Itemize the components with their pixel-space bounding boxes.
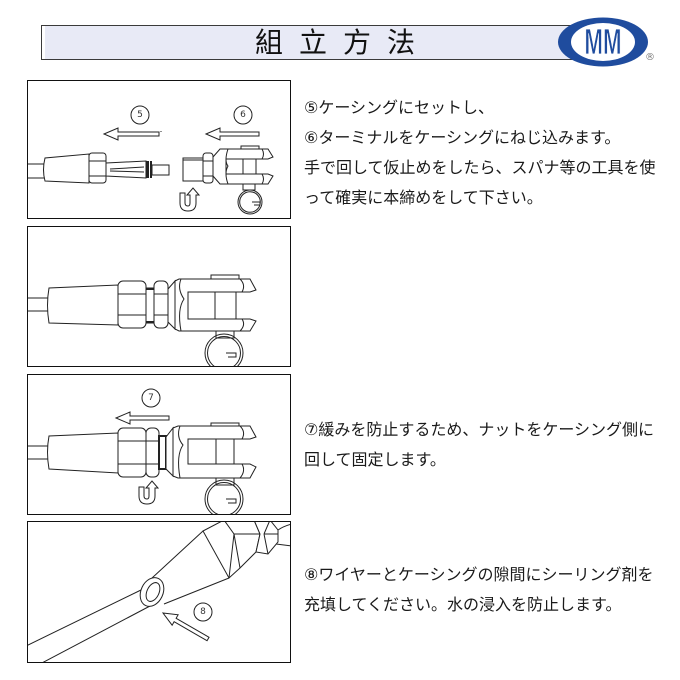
split-ring	[237, 189, 263, 215]
arrow-left-icon	[102, 127, 160, 141]
terminal-lock-nut-facets	[203, 160, 213, 177]
registered-mark: ®	[645, 52, 655, 63]
fork-details	[178, 425, 245, 479]
neck	[167, 279, 176, 331]
clevis-pin-head	[210, 422, 240, 427]
sleeve-end-hole	[145, 582, 161, 602]
wire-cable	[28, 589, 151, 662]
step-7-drawing: 7	[28, 388, 257, 514]
step-label-circle-6	[233, 105, 253, 125]
step-label-7: 7	[148, 393, 154, 403]
split-ring-inner	[207, 482, 241, 514]
step-label-circle-7	[141, 388, 161, 408]
clevis-pin-head	[210, 274, 240, 280]
casing-hex-nut-facets	[118, 293, 146, 316]
instruction-line: ⑥ターミナルをケーシングにねじ込みます。	[304, 128, 621, 147]
terminal-lock-nut	[153, 280, 169, 329]
clevis-pin-end	[242, 183, 256, 191]
swage-sleeve	[47, 432, 119, 474]
instruction-line: 充填してください。水の浸入を防止します。	[304, 595, 622, 614]
neck	[165, 426, 174, 478]
step-8-instructions: ⑧ワイヤーとケーシングの隙間にシーリング剤を 充填してください。水の浸入を防止し…	[304, 560, 654, 620]
sleeve-cone	[151, 530, 230, 605]
casing-hex-nut-facets	[224, 522, 260, 579]
step-7-instructions: ⑦緩みを防止するため、ナットをケーシング側に 回して固定します。	[304, 415, 654, 475]
wire-cable	[28, 297, 49, 312]
thread-gap	[145, 287, 155, 324]
fork-details	[225, 148, 264, 185]
terminal-lock-nut	[202, 152, 214, 184]
rotate-arrow-icon	[179, 187, 201, 212]
arrow-left-icon	[204, 127, 260, 141]
casing-hex-nut-facets	[118, 440, 146, 465]
logo-inner-oval	[571, 23, 635, 61]
assembled-drawing	[28, 274, 257, 366]
step-label-6: 6	[240, 110, 246, 120]
rotate-arrow-icon	[138, 480, 160, 505]
step-label-8: 8	[200, 607, 206, 617]
casing-hex-nut	[202, 522, 261, 579]
fork-slot	[225, 158, 257, 175]
casing-hex-nut	[117, 427, 147, 478]
split-ring-notch	[226, 352, 237, 358]
thread-band	[158, 435, 167, 470]
o-ring-band	[146, 161, 149, 178]
fork-slot	[187, 291, 237, 320]
fork-slot	[187, 438, 235, 465]
terminal-socket	[182, 157, 204, 182]
instruction-line: 手で回して仮止めをしたら、スパナ等の工具を使	[304, 158, 656, 177]
arrow-left-icon	[114, 411, 170, 425]
neck	[275, 524, 290, 547]
casing-hex-nut	[88, 152, 107, 184]
swage-sleeve	[43, 153, 90, 184]
swage-sleeve	[47, 284, 119, 326]
step-5-6-drawing: 5 6	[28, 105, 274, 215]
page-title: 組立方法	[255, 26, 432, 59]
illustration-panel-step-8: 8	[27, 521, 291, 663]
split-ring	[204, 479, 244, 514]
collet-slits	[109, 166, 145, 173]
split-ring-inner	[207, 336, 241, 366]
logo-text: MM	[584, 23, 621, 63]
thread-gap-edge	[146, 321, 154, 323]
clevis-pin-head	[240, 145, 260, 150]
step-label-circle-5	[130, 105, 150, 125]
instruction-line: ⑦緩みを防止するため、ナットをケーシング側に	[304, 420, 655, 439]
wire-end	[151, 164, 170, 176]
split-ring	[204, 333, 244, 366]
instruction-line: 回して固定します。	[304, 450, 446, 469]
wire-cable	[28, 163, 45, 179]
step-label-circle-8	[193, 602, 213, 622]
split-ring-notch	[226, 498, 237, 504]
step-8-drawing: 8	[28, 522, 290, 662]
step-label-5: 5	[137, 110, 143, 120]
brand-logo: MM	[558, 17, 648, 67]
terminal-lock-nut-facets	[146, 440, 159, 465]
illustration-panel-step-5-6: 5 6	[27, 80, 291, 219]
casing-hex-nut-facets	[89, 160, 106, 177]
step-5-6-instructions: ⑤ケーシングにセットし、 ⑥ターミナルをケーシングにねじ込みます。 手で回して仮…	[304, 93, 656, 213]
terminal-lock-nut	[145, 427, 160, 478]
o-ring-band	[150, 161, 152, 178]
arrow-up-left-icon	[161, 612, 210, 642]
terminal-lock-nut	[254, 522, 279, 555]
instruction-line: って確実に本締めをして下さい。	[304, 188, 543, 207]
terminal-lock-nut-facets	[154, 293, 168, 316]
split-ring-notch	[252, 201, 261, 206]
terminal-lock-nut-facets	[263, 522, 278, 555]
illustration-panel-step-7: 7	[27, 374, 291, 515]
thread-gap-edge	[146, 288, 154, 290]
title-bar	[41, 25, 627, 60]
instruction-line: ⑧ワイヤーとケーシングの隙間にシーリング剤を	[304, 565, 654, 584]
illustration-panel-assembled	[27, 226, 291, 367]
collet-cone	[105, 160, 147, 179]
instruction-line: ⑤ケーシングにセットし、	[304, 98, 495, 117]
fork-details	[179, 278, 245, 332]
wire-cable	[28, 445, 49, 460]
casing-hex-nut	[117, 280, 147, 329]
